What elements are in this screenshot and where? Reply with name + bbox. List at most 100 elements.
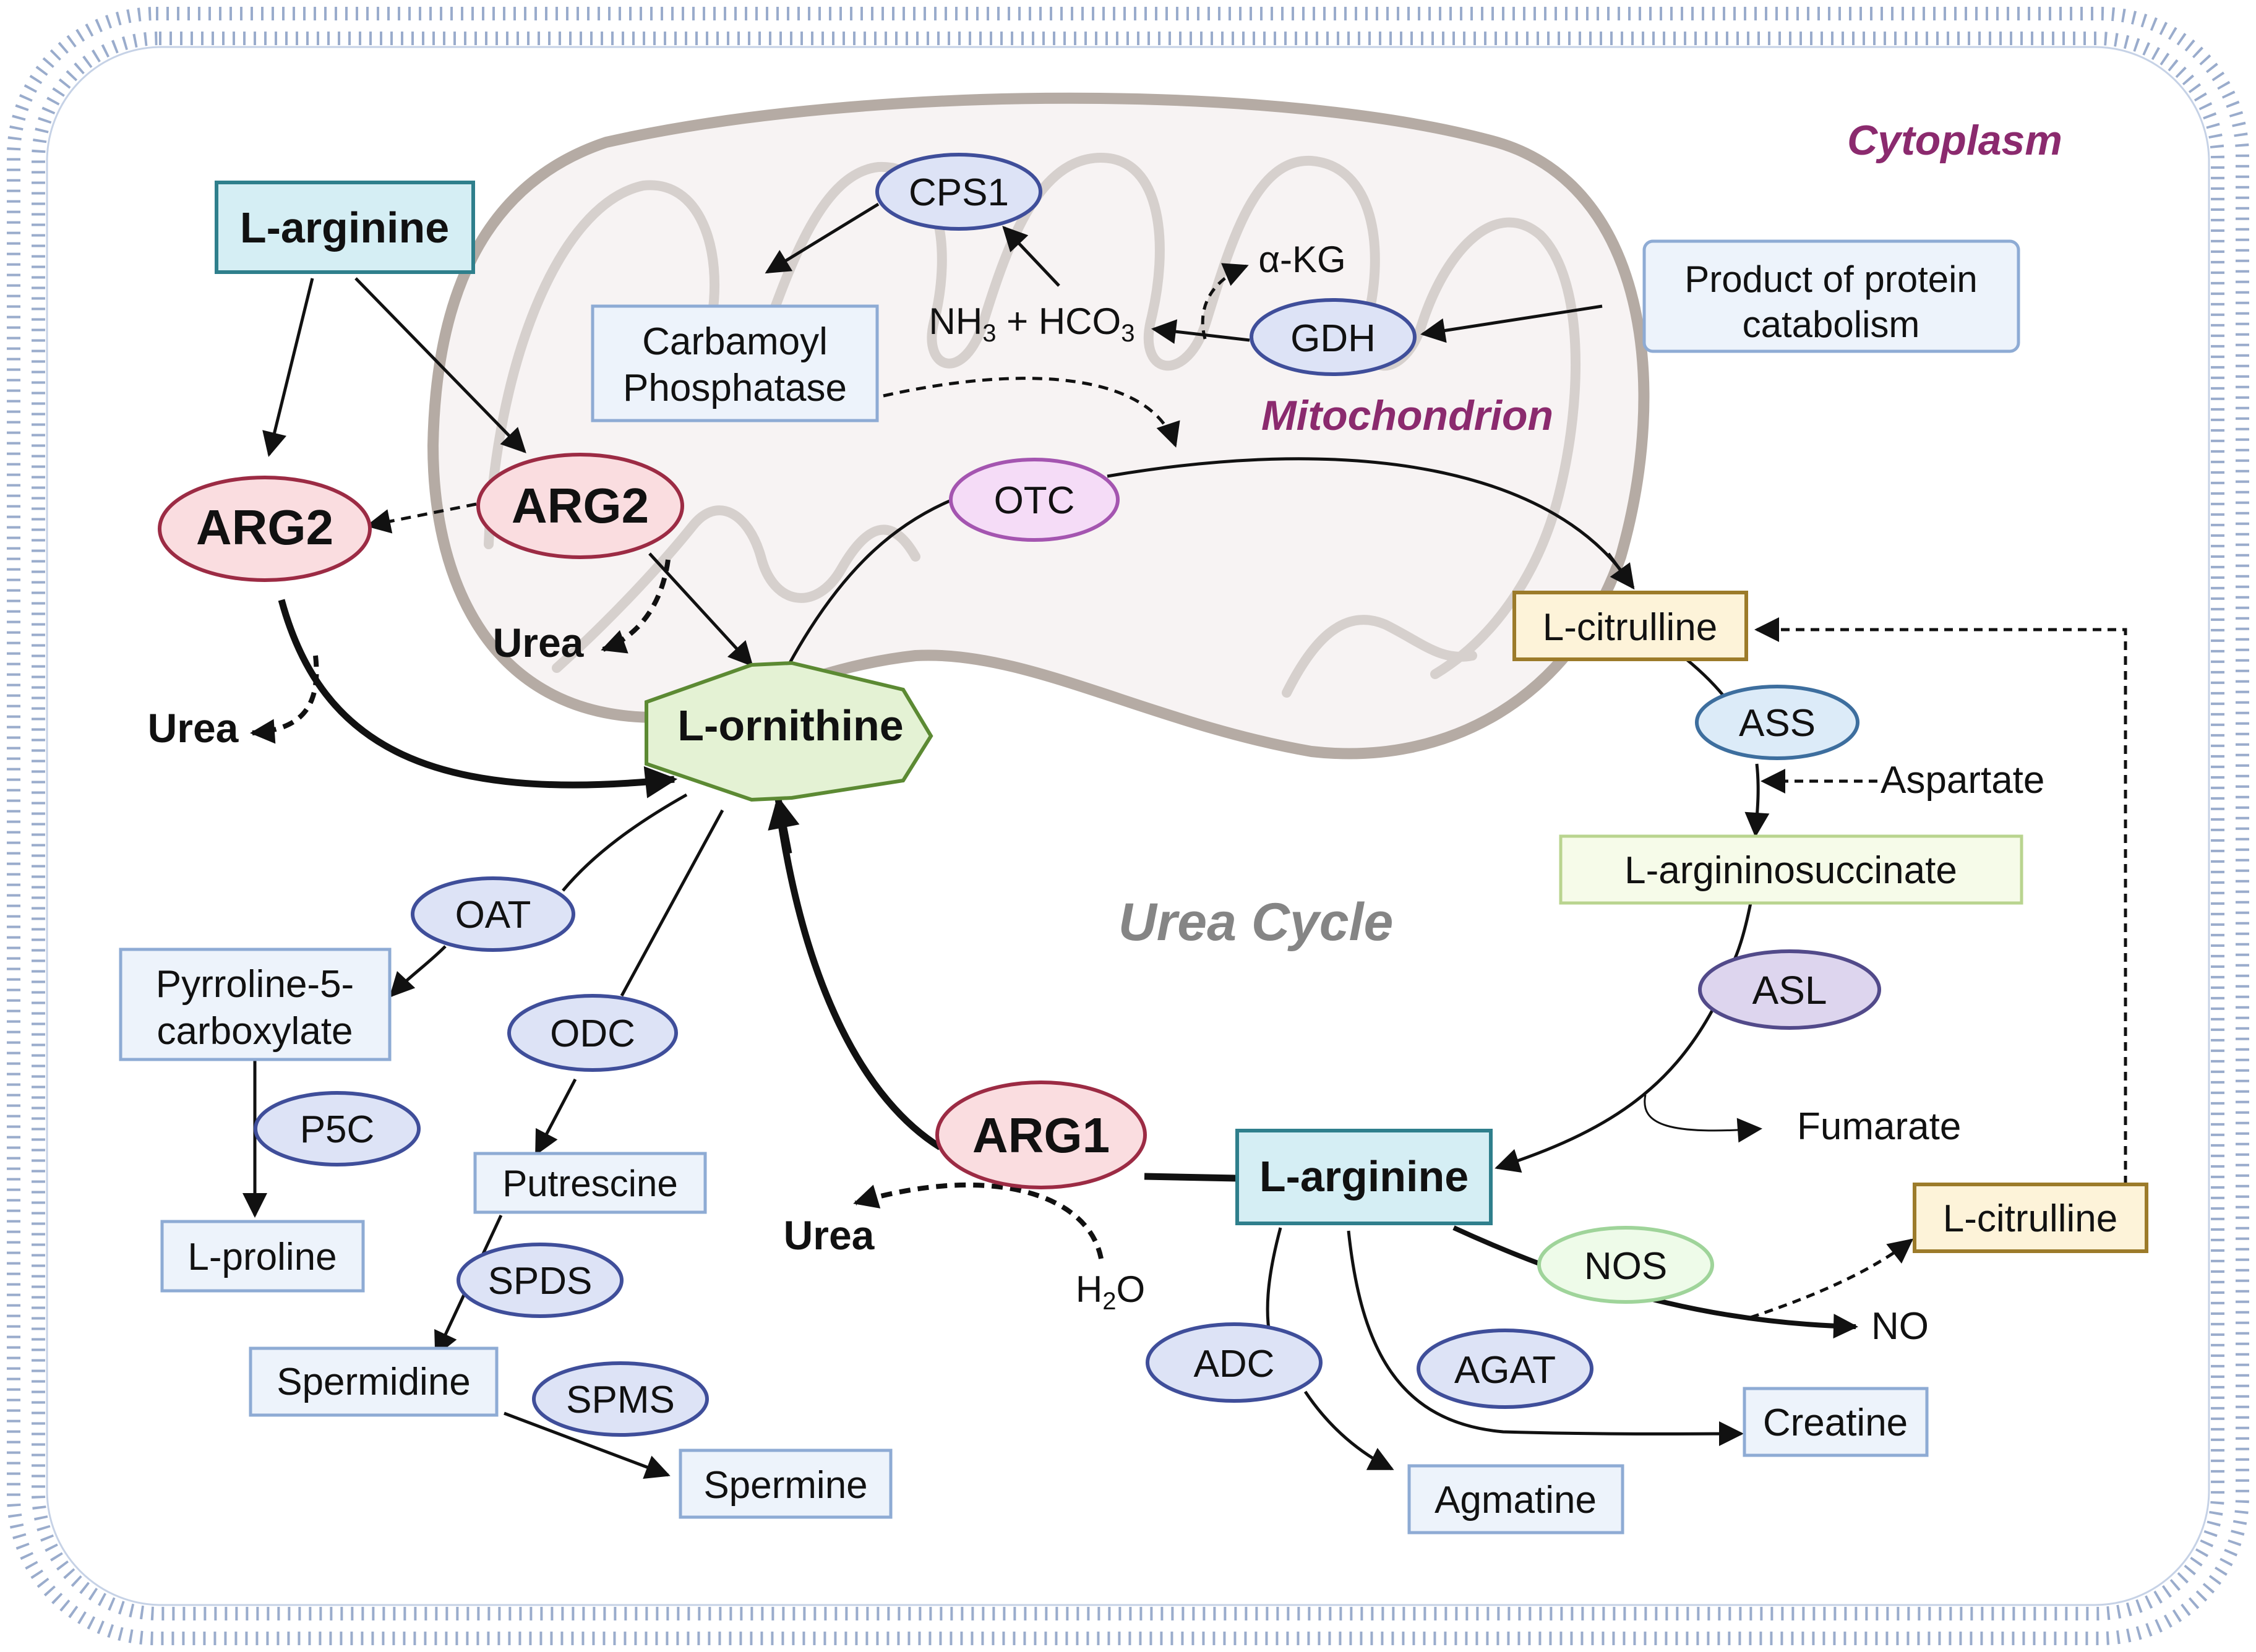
arrow-arg2-mito-to-arg2-left	[366, 502, 477, 534]
arrow-larginine-to-no	[1452, 1225, 1858, 1339]
arrow-citrulline-recycle	[1754, 617, 2127, 1184]
odc-label: ODC	[550, 1012, 635, 1055]
box-putrescine: Putrescine	[473, 1152, 707, 1214]
adc-label: ADC	[1194, 1343, 1275, 1385]
nh3-hco3-label: NH3 + HCO3	[929, 301, 1135, 347]
arrow-arg2-left-to-ornithine	[278, 599, 678, 798]
enzyme-nos: NOS	[1537, 1226, 1714, 1304]
arg2-mito-label: ARG2	[512, 478, 649, 533]
box-creatine: Creatine	[1743, 1387, 1929, 1457]
box-lornithine: L-ornithine	[645, 661, 933, 802]
urea-left-label: Urea	[148, 705, 239, 751]
gdh-label: GDH	[1290, 317, 1376, 360]
arg1-label: ARG1	[972, 1108, 1110, 1163]
arrow-ornithine-to-p5c	[391, 793, 688, 996]
metabolites: L-arginine Carbamoyl Phosphatase Product…	[119, 181, 2148, 1534]
p5c-label: P5C	[300, 1108, 375, 1151]
spms-label: SPMS	[566, 1379, 675, 1421]
urea-bottom-label: Urea	[784, 1212, 875, 1258]
carbamoyl-line1: Carbamoyl	[642, 320, 828, 363]
spds-label: SPDS	[488, 1260, 593, 1303]
arrow-fumarate	[1644, 1094, 1762, 1143]
box-citrulline-top: L-citrulline	[1512, 591, 1748, 661]
arrow-ornithine-to-putrescine	[536, 809, 724, 1153]
arrow-larginine-to-arg2-left	[262, 278, 314, 457]
box-spermidine: Spermidine	[249, 1346, 499, 1417]
arrow-arg2-mito-to-ornithine	[648, 552, 753, 667]
lornithine-label: L-ornithine	[677, 701, 903, 750]
enzymes: ARG2 ARG2 CPS1 GDH OTC ASS ASL ARG1	[158, 153, 1881, 1437]
cps1-label: CPS1	[909, 171, 1009, 214]
oat-label: OAT	[455, 894, 531, 936]
spermidine-label: Spermidine	[277, 1361, 471, 1403]
arrow-carbamoyl-to-otc	[883, 377, 1180, 448]
box-argininosuccinate: L-argininosuccinate	[1559, 834, 2023, 905]
enzyme-arg2-left: ARG2	[158, 476, 372, 582]
arrow-arg2-mito-to-urea	[601, 559, 671, 654]
arrow-gdh-to-nh3	[1151, 319, 1250, 345]
mitochondrion-label: Mitochondrion	[1261, 392, 1553, 439]
box-larginine-top: L-arginine	[215, 181, 475, 274]
arrow-argininosuccinate-to-larginine	[1497, 902, 1752, 1168]
citrulline-top-label: L-citrulline	[1543, 606, 1718, 649]
protein-line2: catabolism	[1743, 304, 1920, 345]
h2o-label: H2O	[1076, 1269, 1145, 1315]
box-agmatine: Agmatine	[1407, 1464, 1624, 1534]
cell-membrane	[7, 7, 2249, 1645]
creatine-label: Creatine	[1763, 1402, 1908, 1444]
enzyme-ass: ASS	[1695, 685, 1859, 760]
cytoplasm-label: Cytoplasm	[1847, 117, 2062, 164]
arrow-protein-to-gdh	[1420, 304, 1603, 343]
box-carbamoyl: Carbamoyl Phosphatase	[591, 304, 879, 422]
arrow-arg2-left-to-urea	[250, 655, 319, 744]
aspartate-label: Aspartate	[1881, 759, 2044, 802]
citrulline-right-label: L-citrulline	[1943, 1197, 2118, 1240]
arrow-cps1-to-carbamoyl	[765, 202, 880, 274]
enzyme-cps1: CPS1	[875, 153, 1042, 231]
enzyme-asl: ASL	[1698, 949, 1881, 1030]
free-labels: Urea Urea Urea α-KG NH3 + HCO3 Aspartate…	[148, 239, 2045, 1348]
asl-label: ASL	[1752, 968, 1827, 1012]
arrow-larginine-to-arg2-mito	[354, 277, 526, 453]
arrow-larginine-to-ornithine	[774, 803, 1238, 1182]
otc-label: OTC	[994, 479, 1075, 522]
nos-label: NOS	[1584, 1245, 1667, 1288]
enzyme-gdh: GDH	[1250, 298, 1417, 376]
carbamoyl-line2: Phosphatase	[623, 367, 847, 409]
p5c-line2: carboxylate	[157, 1010, 353, 1053]
enzyme-oat: OAT	[411, 876, 575, 952]
p5c-line1: Pyrroline-5-	[156, 963, 354, 1006]
enzyme-adc: ADC	[1146, 1322, 1323, 1403]
arg2-left-label: ARG2	[196, 500, 333, 555]
enzyme-odc: ODC	[507, 994, 678, 1072]
argininosuccinate-label: L-argininosuccinate	[1624, 849, 1957, 892]
protein-line1: Product of protein	[1684, 259, 1978, 300]
box-p5c: Pyrroline-5- carboxylate	[119, 948, 392, 1061]
larginine-main-label: L-arginine	[1259, 1152, 1469, 1200]
box-citrulline-right: L-citrulline	[1913, 1183, 2148, 1253]
enzyme-p5c: P5C	[254, 1091, 421, 1166]
putrescine-label: Putrescine	[502, 1163, 677, 1204]
box-larginine-main: L-arginine	[1235, 1129, 1493, 1225]
enzyme-spds: SPDS	[457, 1243, 624, 1318]
akg-label: α-KG	[1258, 239, 1345, 280]
ass-label: ASS	[1739, 702, 1816, 745]
urea-cycle-label: Urea Cycle	[1118, 892, 1394, 952]
box-protein-catabolism: Product of protein catabolism	[1642, 239, 2020, 353]
enzyme-arg1: ARG1	[935, 1081, 1147, 1189]
arrow-arg1-to-urea	[853, 1182, 1104, 1259]
box-spermine: Spermine	[679, 1449, 893, 1519]
box-lproline: L-proline	[160, 1220, 365, 1293]
enzyme-otc: OTC	[949, 458, 1120, 542]
fumarate-label: Fumarate	[1797, 1105, 1961, 1148]
no-label: NO	[1871, 1305, 1929, 1348]
arrow-larginine-to-creatine	[1347, 1230, 1744, 1447]
enzyme-arg2-mito: ARG2	[476, 453, 684, 559]
agmatine-label: Agmatine	[1435, 1479, 1597, 1521]
agat-label: AGAT	[1454, 1349, 1556, 1392]
larginine-top-label: L-arginine	[240, 203, 449, 252]
arrow-spermidine-to-spermine	[504, 1411, 671, 1479]
enzyme-spms: SPMS	[532, 1361, 709, 1437]
lproline-label: L-proline	[187, 1236, 337, 1278]
